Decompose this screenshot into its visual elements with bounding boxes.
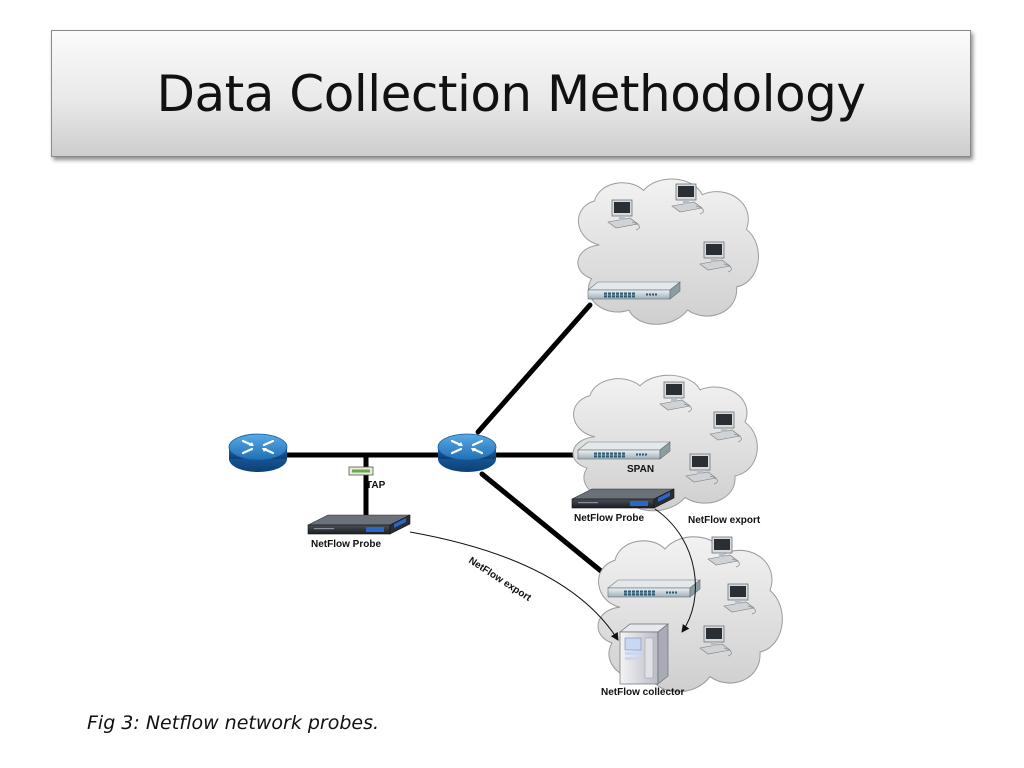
netflow-export-left-label: NetFlow export (466, 555, 533, 604)
netflow-export-right-label: NetFlow export (688, 515, 761, 526)
netflow-probe-icon (571, 488, 675, 509)
switch-icon (607, 579, 701, 598)
switch-icon (577, 441, 671, 460)
switch-icon (587, 281, 681, 300)
tap-label: TAP (366, 480, 386, 491)
netflow-probe-icon (307, 514, 411, 535)
export-arrow-left (409, 531, 619, 641)
slide-title: Data Collection Methodology (156, 64, 866, 123)
router-icon (227, 432, 289, 474)
cloud-icon (577, 178, 760, 325)
netflow-collector-label: NetFlow collector (601, 687, 684, 698)
export-arrow-right (654, 508, 696, 633)
router-icon (436, 432, 498, 474)
title-box: Data Collection Methodology (51, 30, 971, 157)
server-icon (619, 623, 669, 685)
figure-caption: Fig 3: Netflow network probes. (87, 712, 380, 734)
span-label: SPAN (627, 464, 654, 475)
netflow-probe-left-label: NetFlow Probe (311, 539, 381, 550)
tap-icon (348, 466, 374, 476)
netflow-probe-right-label: NetFlow Probe (574, 513, 644, 524)
